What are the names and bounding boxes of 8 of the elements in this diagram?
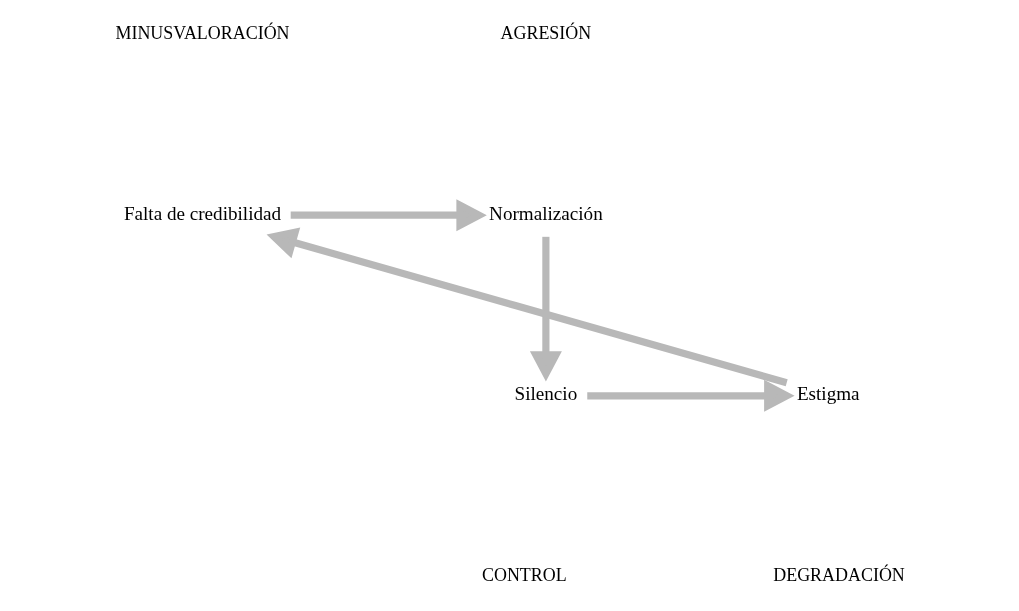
node-text: Normalización (488, 202, 603, 224)
label: AGRESIÓN (500, 22, 591, 43)
label: DEGRADACIÓN (772, 564, 905, 585)
label: CONTROL (481, 564, 567, 585)
node-text: Estigma (796, 383, 860, 405)
node-text: Silencio (514, 383, 577, 405)
node-text: Falta de credibilidad (123, 202, 281, 224)
label: MINUSVALORACIÓN (114, 22, 290, 43)
